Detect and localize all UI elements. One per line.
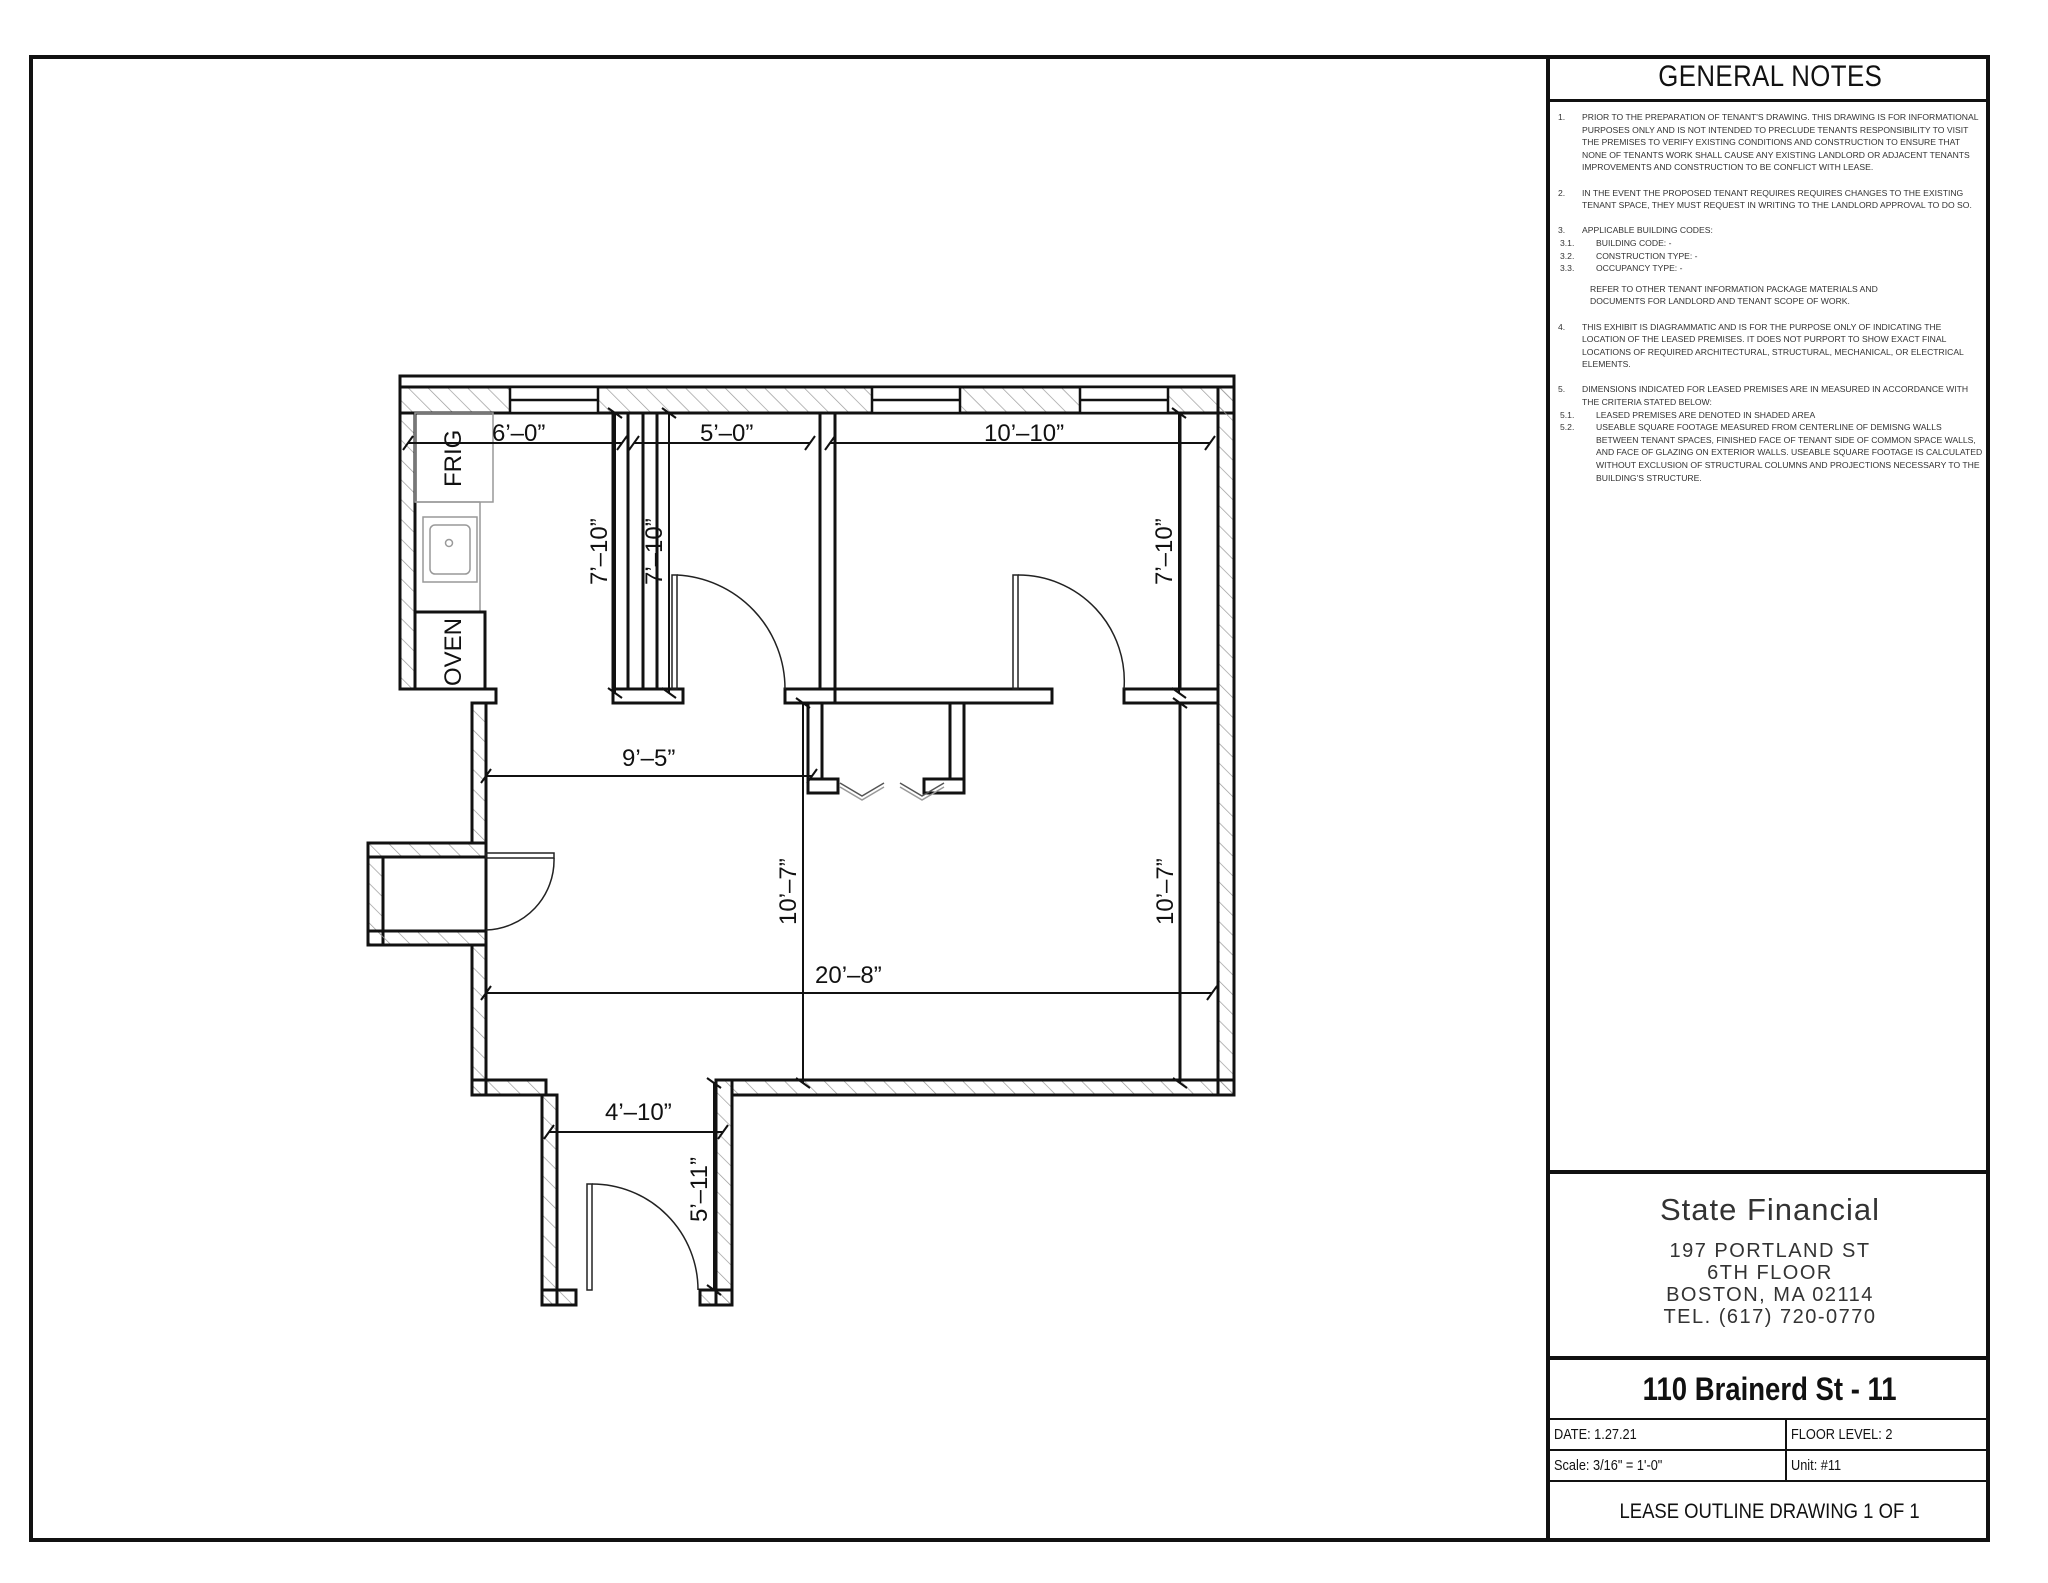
fridge-label: FRIG (440, 430, 467, 487)
dim-closet-width: 5’–0” (700, 420, 753, 447)
dim-living-depth-right: 10’–7” (1152, 858, 1179, 925)
floor-level-cell: FLOOR LEVEL: 2 (1791, 1426, 1893, 1443)
company-block: State Financial 197 PORTLAND ST 6TH FLOO… (1550, 1170, 1990, 1356)
dim-entry-width: 4’–10” (605, 1099, 672, 1126)
note-1: 1. PRIOR TO THE PREPARATION OF TENANT'S … (1558, 112, 1979, 173)
note-4: 4. THIS EXHIBIT IS DIAGRAMMATIC AND IS F… (1558, 321, 1964, 370)
dim-living-depth-left: 10’–7” (775, 858, 802, 925)
dim-living-width-upper: 9’–5” (622, 745, 675, 772)
dim-kitchen-depth: 7’–10” (586, 518, 613, 585)
dim-kitchen-width: 6’–0” (492, 420, 545, 447)
kitchen-fixtures (414, 412, 494, 612)
note-3: 3. APPLICABLE BUILDING CODES: 3.1.BUILDI… (1558, 224, 1983, 308)
dim-bedroom-depth: 7’–10” (1151, 518, 1178, 585)
note-3-3: 3.3.OCCUPANCY TYPE: - (1560, 263, 1683, 274)
note-5-2: 5.2.USEABLE SQUARE FOOTAGE MEASURED FROM… (1560, 422, 1983, 483)
property-title: 110 Brainerd St - 11 (1550, 1356, 1990, 1418)
note-5-1: 5.1.LEASED PREMISES ARE DENOTED IN SHADE… (1560, 409, 1816, 420)
drawing-sheet-border (29, 55, 1990, 1542)
general-notes-heading: GENERAL NOTES (1550, 55, 1990, 102)
info-row-date: DATE: 1.27.21 FLOOR LEVEL: 2 (1550, 1418, 1990, 1449)
company-address: 197 PORTLAND ST 6TH FLOOR BOSTON, MA 021… (1663, 1240, 1877, 1328)
sheet-label: LEASE OUTLINE DRAWING 1 OF 1 (1550, 1480, 1990, 1542)
company-name: State Financial (1659, 1192, 1881, 1227)
dimension-lines (408, 413, 1212, 1290)
info-row-scale: Scale: 3/16" = 1'-0" Unit: #11 (1550, 1449, 1990, 1480)
oven-label: OVEN (440, 618, 467, 686)
interior-walls (413, 411, 1220, 1082)
general-notes-list: 1. PRIOR TO THE PREPARATION OF TENANT'S … (1558, 111, 1983, 484)
dimension-ticks (402, 407, 1218, 1296)
note-3-2: 3.2.CONSTRUCTION TYPE: - (1560, 250, 1698, 261)
note-5: 5. DIMENSIONS INDICATED FOR LEASED PREMI… (1558, 384, 1983, 483)
note-2: 2. IN THE EVENT THE PROPOSED TENANT REQU… (1558, 187, 1972, 211)
oven (413, 610, 487, 691)
sink (422, 516, 478, 583)
exterior-walls (366, 374, 1236, 1307)
dim-overall-width: 20’–8” (815, 962, 882, 989)
windows (508, 385, 1170, 415)
title-panel: GENERAL NOTES 1. PRIOR TO THE PREPARATIO… (1546, 55, 1990, 1542)
dim-closet-depth: 7’–10” (641, 518, 668, 585)
scale-cell: Scale: 3/16" = 1'-0" (1550, 1451, 1787, 1480)
date-cell: DATE: 1.27.21 (1550, 1420, 1787, 1449)
unit-cell: Unit: #11 (1791, 1457, 1842, 1474)
note-3-refer: REFER TO OTHER TENANT INFORMATION PACKAG… (1590, 283, 1878, 307)
dim-bedroom-width: 10’–10” (984, 420, 1064, 447)
dim-entry-depth: 5’–11” (686, 1157, 713, 1222)
note-3-1: 3.1.BUILDING CODE: - (1560, 237, 1672, 248)
doors (485, 574, 1126, 1291)
